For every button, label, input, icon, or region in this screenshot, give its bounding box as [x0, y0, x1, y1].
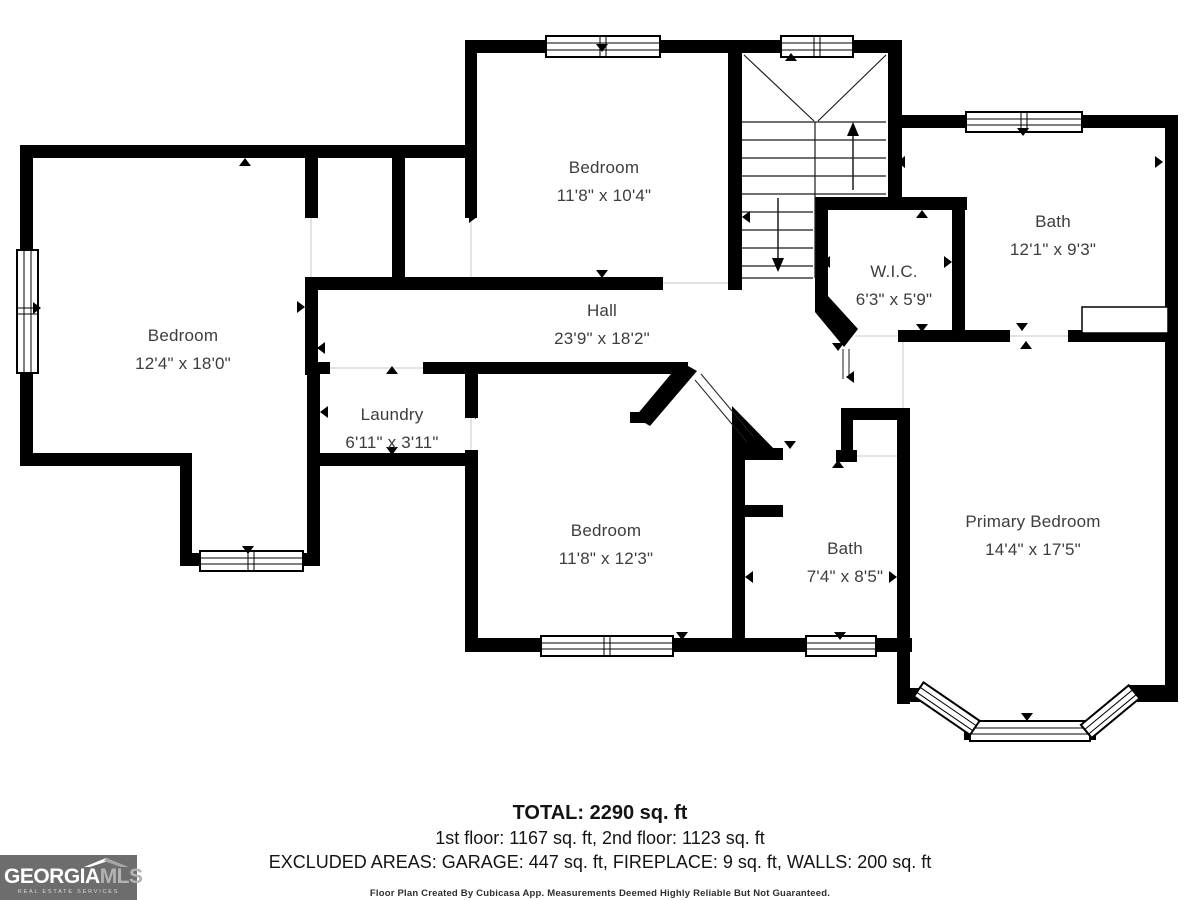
room-dims: 6'3" x 5'9"	[855, 290, 933, 309]
room-dims: 12'4" x 18'0"	[135, 354, 231, 373]
windows	[16, 35, 1141, 742]
room-label-hall: Hall 23'9" x 18'2"	[554, 297, 650, 353]
window-bay-center	[969, 720, 1091, 742]
window-left-bedroom	[16, 249, 39, 374]
room-dims: 7'4" x 8'5"	[806, 567, 884, 586]
room-label-bedroom-left: Bedroom 12'4" x 18'0"	[135, 322, 231, 378]
room-label-laundry: Laundry 6'11" x 3'11"	[345, 401, 438, 457]
opening-lines	[310, 218, 1068, 457]
room-dims: 11'8" x 10'4"	[556, 186, 652, 205]
logo-roof-icon	[84, 858, 129, 867]
window-bottom-bath	[805, 635, 877, 657]
room-label-bath-top: Bath 12'1" x 9'3"	[1010, 208, 1096, 264]
logo-tagline: REAL ESTATE SERVICES	[17, 889, 120, 895]
room-dims: 6'11" x 3'11"	[345, 433, 439, 452]
room-dims: 12'1" x 9'3"	[1009, 240, 1097, 259]
window-nook	[199, 550, 304, 572]
excluded-areas-text: EXCLUDED AREAS: GARAGE: 447 sq. ft, FIRE…	[268, 852, 932, 872]
room-dims: 23'9" x 18'2"	[554, 329, 650, 348]
window-bay-right	[1079, 683, 1141, 740]
room-dims: 11'8" x 12'3"	[558, 549, 654, 568]
room-label-bedroom-top: Bedroom 11'8" x 10'4"	[557, 154, 652, 210]
vanity-counter	[1081, 306, 1169, 334]
window-bay-left	[912, 681, 982, 737]
room-name: Bath	[1035, 212, 1071, 231]
logo-brand-secondary: MLS	[99, 865, 143, 888]
area-summary: TOTAL: 2290 sq. ft 1st floor: 1167 sq. f…	[0, 800, 1200, 899]
room-label-bedroom-bottom: Bedroom 11'8" x 12'3"	[559, 517, 654, 573]
window-top-bath	[965, 111, 1083, 133]
total-area-text: TOTAL: 2290 sq. ft	[512, 802, 688, 824]
window-bottom-bedroom	[540, 635, 674, 657]
room-name: Hall	[586, 301, 618, 320]
room-name: Bedroom	[147, 326, 219, 345]
door-leaves	[694, 349, 850, 443]
floor-areas-text: 1st floor: 1167 sq. ft, 2nd floor: 1123 …	[435, 828, 765, 848]
disclaimer-text: Floor Plan Created By Cubicasa App. Meas…	[369, 888, 831, 899]
logo-brand: GEORGIAMLS	[4, 865, 143, 889]
room-name: Bath	[827, 539, 863, 558]
room-label-primary-bedroom: Primary Bedroom 14'4" x 17'5"	[965, 508, 1100, 564]
room-name: W.I.C.	[870, 262, 918, 281]
georgia-mls-logo: GEORGIAMLS REAL ESTATE SERVICES	[0, 855, 143, 900]
window-stairs	[780, 35, 854, 58]
room-label-wic: W.I.C. 6'3" x 5'9"	[856, 258, 933, 314]
stair-direction-arrows	[772, 122, 859, 272]
room-name: Bedroom	[568, 158, 640, 177]
logo-brand-primary: GEORGIA	[4, 865, 100, 888]
room-name: Primary Bedroom	[965, 512, 1101, 531]
room-name: Bedroom	[570, 521, 642, 540]
room-name: Laundry	[360, 405, 424, 424]
staircase	[742, 54, 887, 279]
stairs-up-arrow	[847, 122, 859, 136]
opening-markers	[33, 44, 1163, 721]
stairs-down-arrow	[772, 258, 784, 272]
room-label-bath-bottom: Bath 7'4" x 8'5"	[807, 535, 884, 591]
room-dims: 14'4" x 17'5"	[985, 540, 1081, 559]
